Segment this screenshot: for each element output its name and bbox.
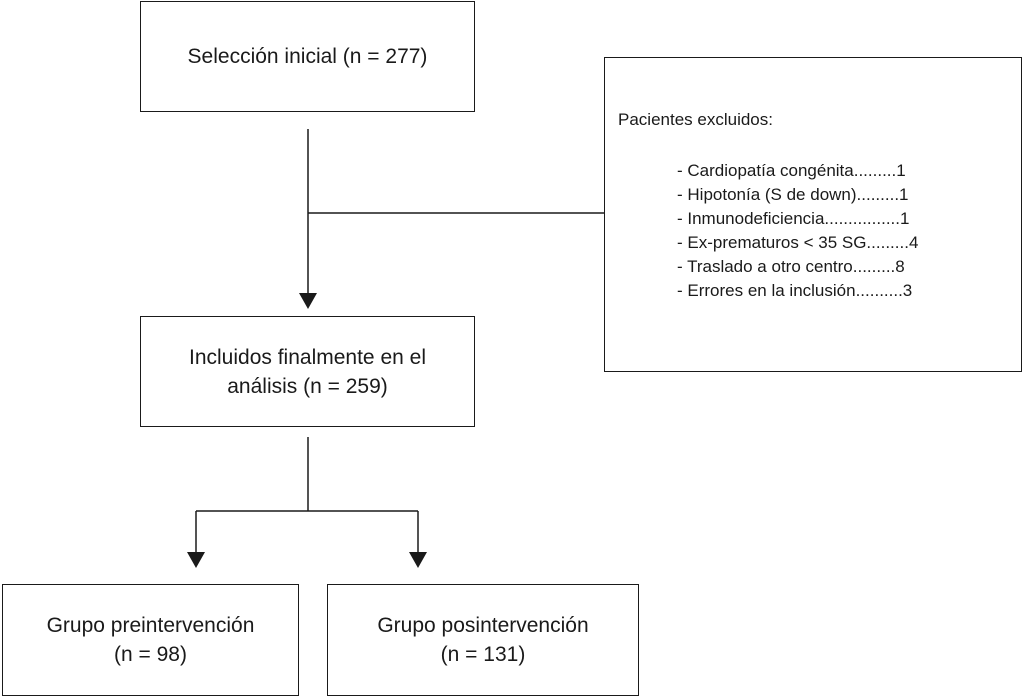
included-label-line2: análisis (n = 259): [227, 374, 388, 398]
excluded-item: - Hipotonía (S de down).........1: [677, 185, 909, 204]
arrowhead-pre: [187, 552, 205, 568]
initial-selection-box: Selección inicial (n = 277): [140, 1, 475, 112]
excluded-title: Pacientes excluidos:: [618, 110, 773, 129]
excluded-item: - Inmunodeficiencia................1: [677, 209, 910, 228]
post-group-count: (n = 131): [440, 643, 526, 666]
pre-group-label: Grupo preintervención: [46, 614, 255, 637]
pre-group-count: (n = 98): [114, 643, 187, 666]
excluded-item: - Errores en la inclusión..........3: [677, 281, 913, 300]
arrowhead-post: [409, 552, 427, 568]
post-intervention-group-box: Grupo posintervención (n = 131): [327, 584, 639, 696]
arrowhead-included: [299, 293, 317, 309]
excluded-item: - Ex-prematuros < 35 SG.........4: [677, 233, 919, 252]
excluded-list: - Cardiopatía congénita.........1 - Hipo…: [677, 159, 918, 303]
excluded-item: - Cardiopatía congénita.........1: [677, 161, 906, 180]
post-group-label: Grupo posintervención: [377, 614, 589, 637]
included-label-line1: Incluidos finalmente en el: [189, 345, 426, 369]
excluded-item: - Traslado a otro centro.........8: [677, 257, 905, 276]
pre-intervention-group-box: Grupo preintervención (n = 98): [2, 584, 299, 696]
excluded-patients-box: Pacientes excluidos: - Cardiopatía congé…: [604, 57, 1022, 372]
initial-selection-label: Selección inicial (n = 277): [187, 45, 428, 68]
included-analysis-box: Incluidos finalmente en el análisis (n =…: [140, 316, 475, 427]
